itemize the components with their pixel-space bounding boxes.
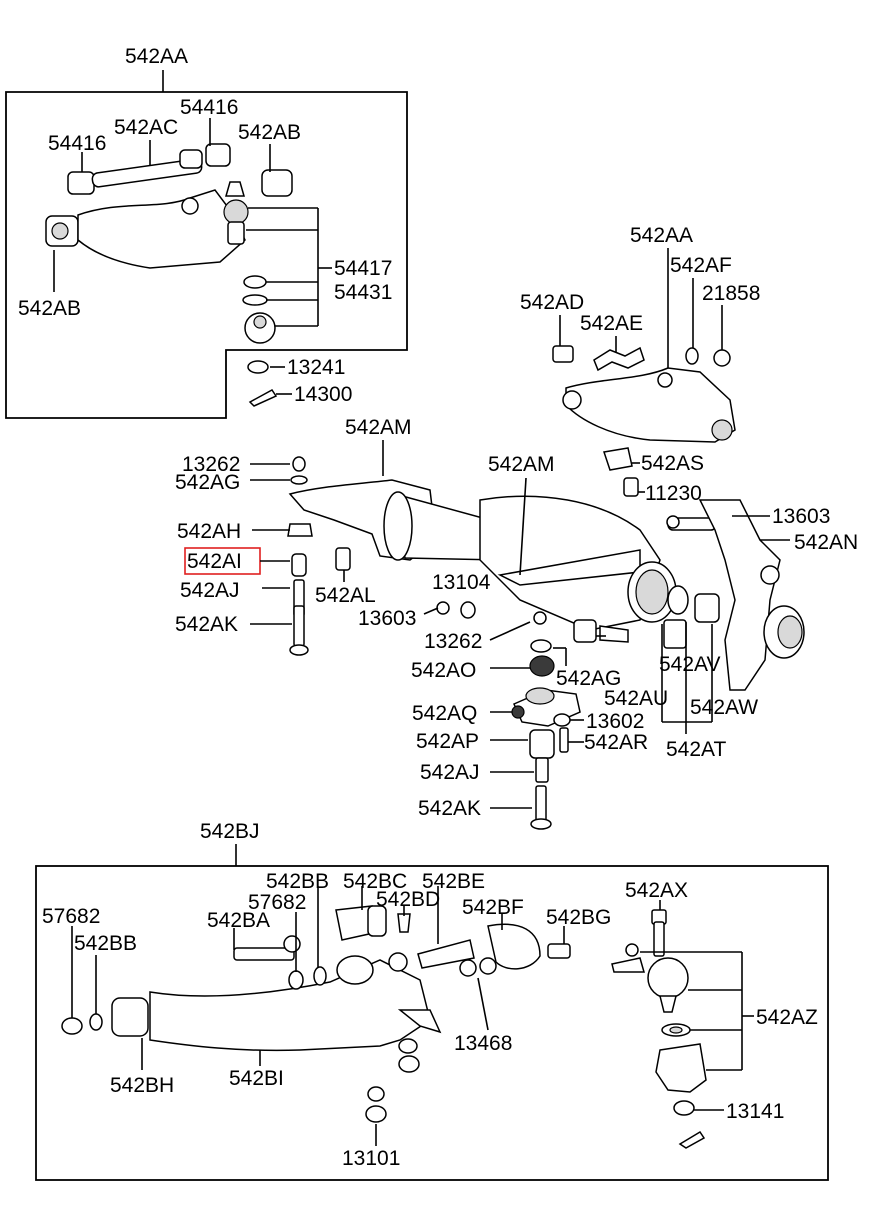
callout-label: 542AK	[418, 797, 481, 820]
542at-bracket-lines	[661, 622, 713, 734]
callout-label: 542AC	[114, 116, 178, 139]
left-bolt-stack-art	[250, 456, 351, 656]
callout-label: 54431	[334, 281, 392, 304]
callout-label: 542AN	[794, 531, 858, 554]
callout-label: 13141	[726, 1100, 784, 1123]
callout-label: 542AB	[18, 297, 81, 320]
callout-label: 542BC	[343, 870, 407, 893]
callout-label: 542AJ	[180, 579, 240, 602]
callout-label: 542BB	[74, 932, 137, 955]
callout-label: 542AD	[520, 291, 584, 314]
crossmember-art	[288, 440, 689, 631]
callout-label: 542AQ	[412, 702, 477, 725]
callout-label: 542AB	[238, 121, 301, 144]
callout-label: 542AV	[659, 653, 721, 676]
nut-and-pin-art	[247, 360, 292, 407]
upper-right-arm-art	[552, 248, 736, 497]
callout-label: 542AZ	[756, 1006, 818, 1029]
callout-label: 542AM	[345, 416, 412, 439]
callout-label: 542AS	[641, 452, 704, 475]
callout-label: 542AF	[670, 254, 732, 277]
callout-label: 21858	[702, 282, 760, 305]
callout-label: 542AL	[315, 584, 376, 607]
steering-knuckle-art	[599, 499, 805, 691]
callout-label: 13241	[287, 356, 345, 379]
callout-label: 542AX	[625, 879, 688, 902]
callout-label: 13603	[358, 607, 416, 630]
callout-label: 542AW	[690, 696, 758, 719]
callout-label: 542AO	[411, 659, 476, 682]
callout-label: 13101	[342, 1147, 400, 1170]
callout-label: 14300	[294, 383, 352, 406]
callout-label: 13603	[772, 505, 830, 528]
callout-label: 542BF	[462, 896, 524, 919]
callout-label: 542AU	[604, 687, 668, 710]
callout-label: 542BI	[229, 1067, 284, 1090]
upper-arm-group-frame	[5, 91, 408, 419]
callout-label: 542AA	[630, 224, 693, 247]
callout-label: 542BE	[422, 870, 485, 893]
callout-label: 542BD	[376, 888, 440, 911]
callout-label: 54416	[48, 132, 106, 155]
callout-label: 542AA	[125, 45, 188, 68]
lower-arm-group	[35, 844, 829, 1181]
callout-label: 542BB	[266, 870, 329, 893]
callout-label: 13468	[454, 1032, 512, 1055]
callout-label: 542AP	[416, 730, 479, 753]
upper-arm-leaders	[53, 118, 332, 327]
callout-label: 542AG	[175, 471, 240, 494]
ball-joint-art	[611, 909, 707, 1149]
callout-labels: 542AA 54416 542AC 54416 542AB 542AB 5441…	[18, 45, 858, 1170]
lower-control-arm-art	[61, 905, 571, 1123]
callout-label: 11230	[645, 482, 702, 505]
callout-label: 13602	[586, 710, 644, 733]
callout-label: 542AM	[488, 453, 555, 476]
upper-arm-bushing-bar-art	[67, 143, 293, 197]
center-bolt-stack-art	[423, 601, 606, 830]
lower-arm-leaders	[71, 886, 754, 1146]
callout-label: 542AR	[584, 731, 648, 754]
callout-label: 57682	[42, 905, 100, 928]
callout-label: 542AJ	[420, 761, 480, 784]
callout-label: 542AE	[580, 312, 643, 335]
callout-label: 54417	[334, 257, 392, 280]
callout-label: 542AG	[556, 667, 621, 690]
callout-label: 542BJ	[200, 820, 260, 843]
callout-label: 542AK	[175, 613, 238, 636]
callout-label: 542AH	[177, 520, 241, 543]
callout-label-highlighted: 542AI	[187, 550, 242, 573]
lower-arm-group-frame	[35, 865, 829, 1181]
callout-label: 542AT	[666, 738, 726, 761]
callout-label: 57682	[248, 891, 306, 914]
upper-arm-group	[5, 70, 408, 419]
callout-label: 542BG	[546, 906, 611, 929]
callout-label: 13262	[182, 453, 240, 476]
callout-label: 54416	[180, 96, 238, 119]
callout-label: 13262	[424, 630, 482, 653]
callout-label: 542BA	[207, 909, 270, 932]
callout-label: 542BH	[110, 1074, 174, 1097]
callout-label: 13104	[432, 571, 491, 594]
